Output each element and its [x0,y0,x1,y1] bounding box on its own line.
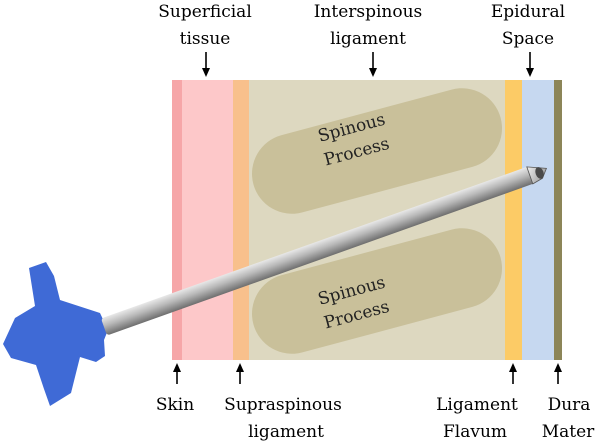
spinal-needle [3,166,548,406]
supraspinous-ligament-label-1: Supraspinous [224,395,342,415]
dura-mater-layer [554,80,562,360]
superficial-tissue-layer [182,80,233,360]
superficial-tissue-label-1: Superficial [158,2,252,22]
ligament-flavum-label-1: Ligament [436,395,518,415]
epidural-space-label-2: Space [502,29,554,49]
epidural-space-label-1: Epidural [491,2,565,22]
interspinous-ligament-label-1: Interspinous [314,2,423,22]
skin-arrow-icon [173,363,181,384]
superficial-tissue-arrow-icon [202,52,210,77]
dura-mater-arrow-icon [554,363,562,384]
ligament-flavum-label-2: Flavum [443,422,507,442]
skin-label: Skin [156,395,194,415]
dura-mater-label-2: Mater [542,422,595,442]
needle-shaft [101,166,536,335]
epidural-space-arrow-icon [526,52,534,77]
needle-hub-icon [3,262,108,406]
interspinous-ligament-arrow-icon [369,52,377,77]
ligament-flavum-arrow-icon [509,363,517,384]
dura-mater-label-1: Dura [548,395,591,415]
supraspinous-ligament-arrow-icon [236,363,244,384]
interspinous-ligament-label-2: ligament [330,29,406,49]
supraspinous-ligament-layer [233,80,249,360]
superficial-tissue-label-2: tissue [180,29,231,49]
skin-layer [172,80,182,360]
spinous-process-lower [251,228,503,354]
supraspinous-ligament-label-2: ligament [248,422,324,442]
epidural-space-layer [522,80,554,360]
spinous-process-upper [251,88,503,214]
ligament-flavum-layer [505,80,522,360]
needle-tip-bevel [535,167,544,179]
